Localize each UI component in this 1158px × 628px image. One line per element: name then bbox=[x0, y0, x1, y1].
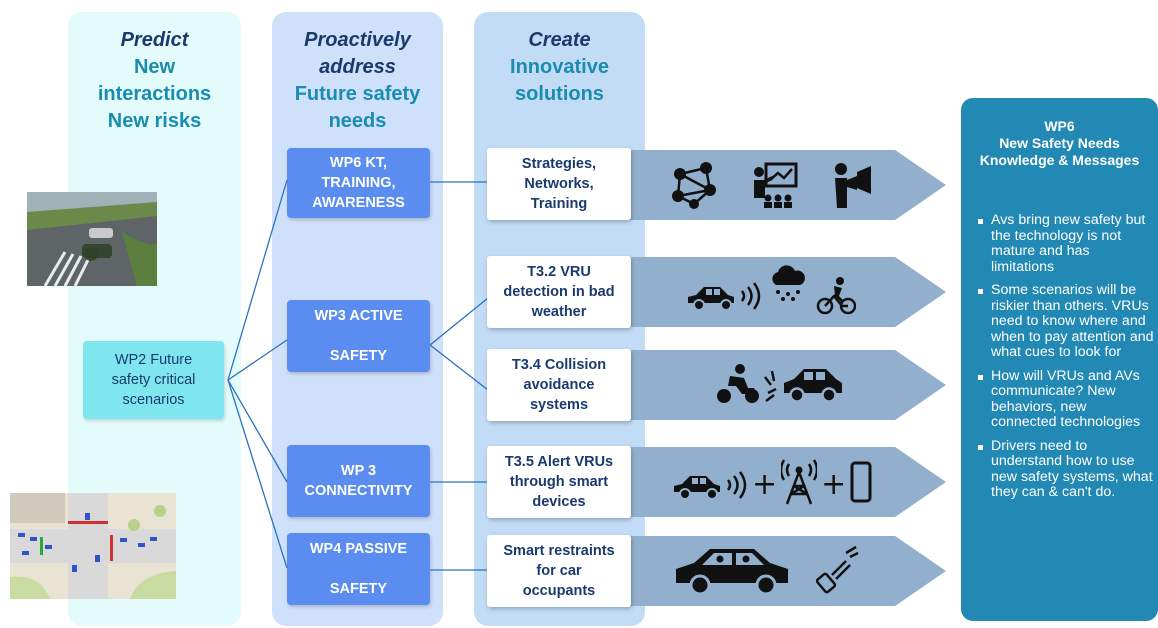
cyclist-icon bbox=[816, 262, 857, 321]
wp4-passive-label: WP4 PASSIVE SAFETY bbox=[309, 541, 408, 597]
wp6-title-line2: New Safety Needs bbox=[999, 135, 1120, 151]
predict-heading-line1: Predict bbox=[120, 29, 189, 51]
solution-strategies-label: Strategies, Networks, Training bbox=[521, 156, 597, 212]
signal-waves-icon bbox=[738, 267, 762, 316]
create-heading-line2: Innovative bbox=[510, 56, 609, 78]
create-heading: Create Innovative solutions bbox=[474, 27, 645, 108]
car-icon bbox=[782, 365, 844, 410]
icons-row-2 bbox=[686, 262, 857, 321]
road-scene-photo bbox=[27, 192, 157, 286]
wp3-connectivity-label: WP 3 CONNECTIVITY bbox=[304, 463, 413, 499]
wp3-connectivity-box: WP 3 CONNECTIVITY bbox=[287, 445, 430, 517]
wp6-bullet: How will VRUs and AVs communicate? New b… bbox=[978, 368, 1154, 431]
create-heading-line3: solutions bbox=[515, 83, 604, 105]
wp2-future-scenarios-box: WP2 Future safety critical scenarios bbox=[83, 341, 224, 419]
seatbelt-icon bbox=[815, 545, 860, 600]
icons-row-4: + + bbox=[672, 458, 872, 511]
presenter-icon bbox=[750, 160, 800, 215]
predict-heading-line2: New bbox=[133, 56, 176, 78]
solution-t35-label: T3.5 Alert VRUs through smart devices bbox=[504, 454, 614, 510]
predict-heading: Predict New interactions New risks bbox=[68, 27, 241, 135]
car-icon bbox=[672, 462, 724, 507]
solution-strategies: Strategies, Networks, Training bbox=[487, 148, 631, 220]
connector-wp2-wp3active bbox=[227, 339, 288, 381]
wp6-bullet: Avs bring new safety but the technology … bbox=[978, 212, 1154, 275]
solution-t34-collision: T3.4 Collision avoidance systems bbox=[487, 349, 631, 421]
create-heading-line1: Create bbox=[528, 29, 591, 51]
collision-icon bbox=[762, 365, 782, 410]
wp6-kt-label: WP6 KT, TRAINING, AWARENESS bbox=[312, 155, 405, 211]
connector-wp2-wp3conn bbox=[227, 379, 288, 483]
megaphone-icon bbox=[832, 160, 876, 215]
signal-waves-icon bbox=[724, 464, 748, 505]
antenna-tower-icon bbox=[779, 458, 819, 511]
plus-sign-1: + bbox=[752, 467, 778, 502]
wp3-active-safety-box: WP3 ACTIVE SAFETY bbox=[287, 300, 430, 372]
intersection-map-image bbox=[10, 493, 176, 599]
wp6-title: WP6 New Safety Needs Knowledge & Message… bbox=[961, 118, 1158, 169]
wp6-bullet: Some scenarios will be riskier than othe… bbox=[978, 282, 1154, 360]
connector-wp2-wp4 bbox=[227, 379, 288, 569]
wp6-bullet-list: Avs bring new safety but the technology … bbox=[961, 212, 1158, 501]
proactive-heading-line1: Proactively bbox=[304, 29, 411, 51]
wp6-title-line1: WP6 bbox=[1044, 118, 1075, 134]
solution-t32-vru-detection: T3.2 VRU detection in bad weather bbox=[487, 256, 631, 328]
arrow-row-4 bbox=[628, 447, 946, 517]
wp4-passive-safety-box: WP4 PASSIVE SAFETY bbox=[287, 533, 430, 605]
wp3-active-label: WP3 ACTIVE SAFETY bbox=[314, 308, 403, 364]
wp6-title-line3: Knowledge & Messages bbox=[979, 152, 1140, 168]
car-occupants-icon bbox=[674, 545, 792, 600]
wp2-label: WP2 Future safety critical scenarios bbox=[111, 352, 196, 408]
predict-heading-line3: interactions bbox=[97, 83, 212, 105]
motorcycle-icon bbox=[716, 362, 762, 413]
solution-t34-label: T3.4 Collision avoidance systems bbox=[511, 357, 607, 413]
rain-cloud-icon bbox=[768, 265, 808, 318]
proactive-heading-line2: address bbox=[319, 56, 396, 78]
wp6-kt-training-box: WP6 KT, TRAINING, AWARENESS bbox=[287, 148, 430, 218]
solution-t35-alert: T3.5 Alert VRUs through smart devices bbox=[487, 446, 631, 518]
icons-row-1 bbox=[668, 160, 876, 215]
plus-sign-2: + bbox=[821, 467, 847, 502]
proactive-heading: Proactively address Future safety needs bbox=[272, 27, 443, 135]
car-icon bbox=[686, 265, 738, 318]
smartphone-icon bbox=[850, 461, 872, 508]
connector-wp3-t32 bbox=[429, 297, 489, 346]
proactive-heading-line4: needs bbox=[328, 110, 387, 132]
icons-row-3 bbox=[716, 362, 844, 413]
solution-smart-restraints: Smart restraints for car occupants bbox=[487, 535, 631, 607]
connector-wp3-t34 bbox=[429, 344, 489, 391]
icons-row-5 bbox=[674, 545, 860, 600]
proactive-heading-line3: Future safety bbox=[294, 83, 421, 105]
connector-wp2-wp6kt bbox=[227, 179, 288, 381]
network-icon bbox=[668, 160, 720, 215]
wp6-panel: WP6 New Safety Needs Knowledge & Message… bbox=[961, 98, 1158, 621]
predict-heading-line4: New risks bbox=[107, 110, 202, 132]
solution-t32-label: T3.2 VRU detection in bad weather bbox=[503, 264, 615, 320]
wp6-bullet: Drivers need to understand how to use ne… bbox=[978, 437, 1153, 500]
solution-restraints-label: Smart restraints for car occupants bbox=[503, 543, 615, 599]
